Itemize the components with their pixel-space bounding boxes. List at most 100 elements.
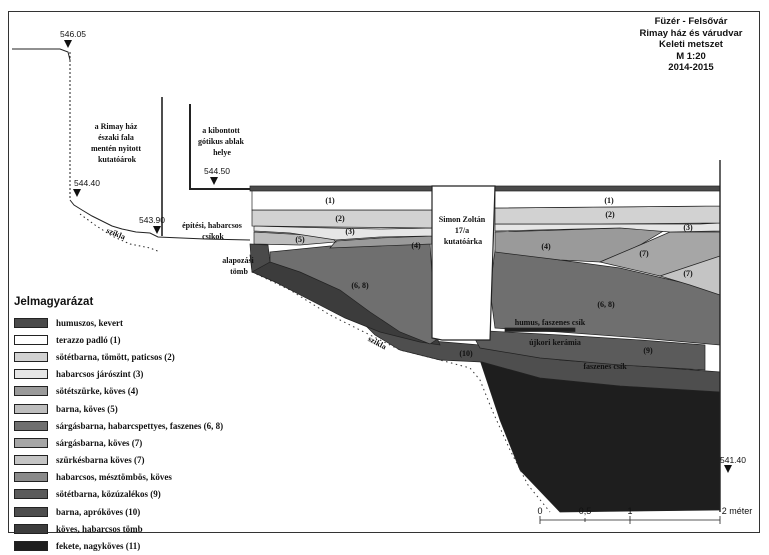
legend-swatch — [14, 455, 48, 466]
elevation-543-90: 543.90 — [139, 215, 165, 225]
legend-item: terazzo padló (1) — [14, 331, 214, 348]
legend-label: barna, apróköves (10) — [56, 506, 141, 517]
legend-label: sárgásbarna, köves (7) — [56, 437, 143, 448]
legend-item: sötétbarna, tömött, paticsos (2) — [14, 348, 214, 365]
legend-item: szürkésbarna köves (7) — [14, 452, 214, 469]
legend-swatch — [14, 437, 48, 448]
layer-label-3-left: (3) — [345, 227, 355, 236]
rock-label-upper: szikla — [105, 226, 127, 242]
top-cap-left — [249, 185, 433, 192]
section-layers — [249, 185, 721, 513]
legend-item: köves, habarcsos tömb — [14, 520, 214, 537]
legend-label: sötétbarna, közúzalékos (9) — [56, 489, 161, 500]
elevation-544-40: 544.40 — [74, 178, 100, 188]
layer-label-6-8-left: (6, 8) — [351, 281, 369, 290]
legend-label: sötétbarna, tömött, paticsos (2) — [56, 351, 175, 362]
ceramic-label: újkori kerámia — [529, 338, 581, 347]
legend-label: fekete, nagyköves (11) — [56, 541, 141, 552]
elevation-544-50: 544.50 — [204, 166, 230, 176]
legend-label: sötétszürke, köves (4) — [56, 386, 139, 397]
title-line-2: Rimay ház és várudvar — [639, 27, 743, 39]
legend: Jelmagyarázat humuszos, kevert terazzo pa… — [14, 296, 223, 555]
rimay-profile — [12, 48, 251, 253]
layer-label-1-right: (1) — [604, 196, 614, 205]
building-strips-label: építési, habarcsos csíkok — [182, 221, 244, 241]
layer-label-2-left: (2) — [335, 214, 345, 223]
legend-label: köves, habarcsos tömb — [56, 523, 143, 534]
elevation-marker-2 — [73, 189, 81, 197]
gothic-window-label: a kibontott gótikus ablak helye — [198, 126, 246, 157]
legend-label: barna, köves (5) — [56, 403, 118, 414]
legend-swatch — [14, 489, 48, 500]
scale-tick-0: 0 — [537, 506, 542, 516]
layer-label-6-8-right: (6, 8) — [597, 300, 615, 309]
layer-label-2-right: (2) — [605, 210, 615, 219]
charcoal-label: faszenes csík — [583, 362, 627, 371]
top-cap-right — [494, 185, 721, 192]
legend-item: fekete, nagyköves (11) — [14, 537, 214, 554]
rock-outline — [251, 271, 551, 513]
legend-item: barna, köves (5) — [14, 400, 214, 417]
legend-label: szürkésbarna köves (7) — [56, 455, 145, 466]
layer-9 — [469, 329, 706, 371]
legend-item: sötétbarna, közúzalékos (9) — [14, 486, 214, 503]
layer-label-4-right: (4) — [541, 242, 551, 251]
legend-item: habarcsos járószint (3) — [14, 366, 214, 383]
title-line-3: Keleti metszet — [659, 39, 723, 50]
elevation-546-05: 546.05 — [60, 29, 86, 39]
elevation-marker-5 — [724, 465, 732, 473]
legend-item: habarcsos, mésztömbös, köves — [14, 469, 214, 486]
legend-swatch — [14, 351, 48, 362]
scale-tick-0-5: 0,5 — [579, 506, 592, 516]
rimay-trench-label: a Rimay ház északi fala mentén nyitott k… — [91, 122, 143, 164]
legend-item: sárgásbarna, köves (7) — [14, 434, 214, 451]
legend-title: Jelmagyarázat — [14, 296, 94, 308]
legend-rows: humuszos, kevert terazzo padló (1) sötétba… — [14, 314, 223, 555]
layer-label-3-right: (3) — [683, 223, 693, 232]
elevation-marker-4 — [210, 177, 218, 185]
humus-strip — [504, 327, 576, 332]
legend-label: habarcsos, mésztömbös, köves — [56, 472, 172, 483]
layer-humus-left — [249, 243, 271, 273]
legend-swatch — [14, 541, 48, 552]
legend-swatch — [14, 369, 48, 380]
legend-item: sötétszürke, köves (4) — [14, 383, 214, 400]
scale-bar — [539, 516, 721, 524]
legend-label: sárgásbarna, habarcspettyes, faszenes (6… — [56, 420, 224, 431]
elevation-marker-3 — [153, 226, 161, 234]
legend-label: humuszos, kevert — [56, 317, 123, 328]
legend-label: terazzo padló (1) — [56, 334, 121, 345]
legend-swatch — [14, 523, 48, 534]
layer-label-1-left: (1) — [325, 196, 335, 205]
legend-item: sárgásbarna, habarcspettyes, faszenes (6… — [14, 417, 223, 434]
layer-label-7-a: (7) — [639, 249, 649, 258]
layer-label-5: (5) — [295, 235, 305, 244]
layer-label-10: (10) — [459, 349, 473, 358]
title-line-1: Füzér - Felsővár — [654, 16, 728, 27]
foundation-block-label: alapozási tömb — [222, 256, 256, 276]
legend-swatch — [14, 420, 48, 431]
layer-6-8-left — [269, 242, 437, 345]
scale-tick-1: 1 — [627, 506, 632, 516]
legend-swatch — [14, 403, 48, 414]
layer-label-9: (9) — [643, 346, 653, 355]
layer-label-4-left: (4) — [411, 241, 421, 250]
humus-strip-label: humus, faszenes csík — [515, 318, 586, 327]
layer-label-7-b: (7) — [683, 269, 693, 278]
legend-label: habarcsos járószint (3) — [56, 369, 144, 380]
legend-swatch — [14, 506, 48, 517]
legend-swatch — [14, 386, 48, 397]
title-line-4: M 1:20 — [676, 50, 706, 62]
elevation-marker-1 — [64, 40, 72, 48]
scale-tick-2: 2 méter — [722, 506, 753, 516]
legend-swatch — [14, 472, 48, 483]
legend-item: humuszos, kevert — [14, 314, 214, 331]
title-block: Füzér - Felsővár Rimay ház és várudvar K… — [616, 16, 766, 74]
simon-trench-label: Simon Zoltán 17/a kutatóárka — [439, 215, 487, 246]
layer-3-left — [253, 225, 433, 241]
title-line-5: 2014-2015 — [668, 62, 714, 73]
legend-swatch — [14, 334, 48, 345]
elevation-markers — [64, 40, 732, 473]
simon-trench — [431, 185, 496, 341]
